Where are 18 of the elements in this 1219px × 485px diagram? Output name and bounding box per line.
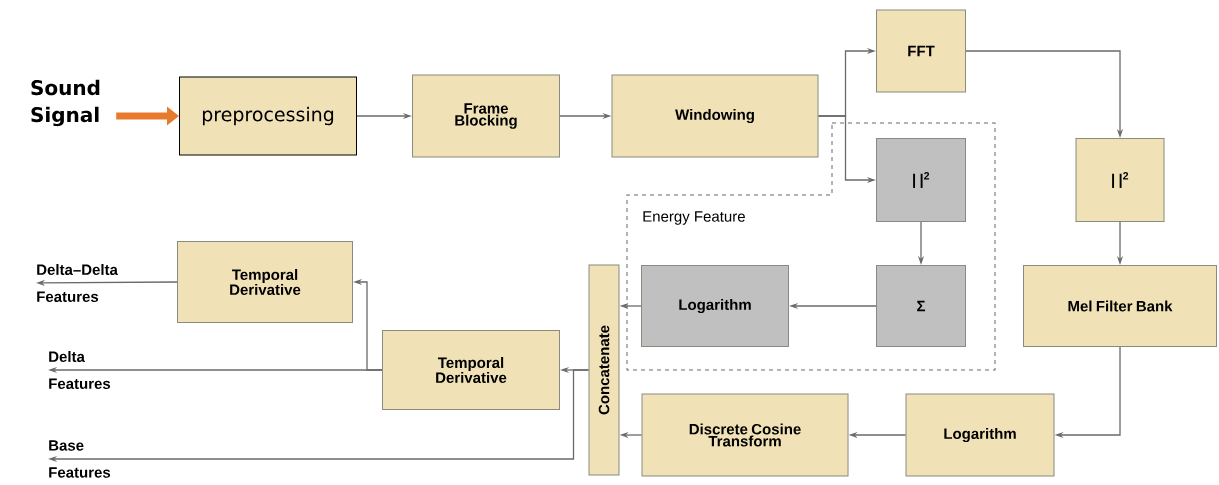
process-box: Temporal Derivative: [382, 330, 560, 410]
process-box: Logarithm: [641, 265, 789, 347]
process-box: | |$^{2}$: [876, 138, 966, 222]
output-label: Base Features: [49, 440, 111, 478]
output-label: Delta–Delta Features: [37, 264, 118, 302]
process-bar: Concatenate: [588, 264, 620, 476]
signal-label: Sound Signal: [31, 79, 100, 127]
process-box: preprocessing: [179, 76, 357, 156]
process-box: Discrete Cosine Transform: [641, 393, 849, 477]
process-box: | |$^{2}$: [1075, 138, 1165, 222]
process-box: Windowing: [611, 74, 819, 158]
output-label: Delta Features: [49, 351, 111, 389]
process-box: Logarithm: [905, 393, 1055, 477]
process-box: Temporal Derivative: [177, 241, 353, 323]
process-box: Σ: [876, 265, 966, 347]
process-box: Frame Blocking: [412, 74, 560, 158]
process-box: Mel Filter Bank: [1023, 265, 1217, 347]
process-box: FFT: [876, 9, 966, 93]
